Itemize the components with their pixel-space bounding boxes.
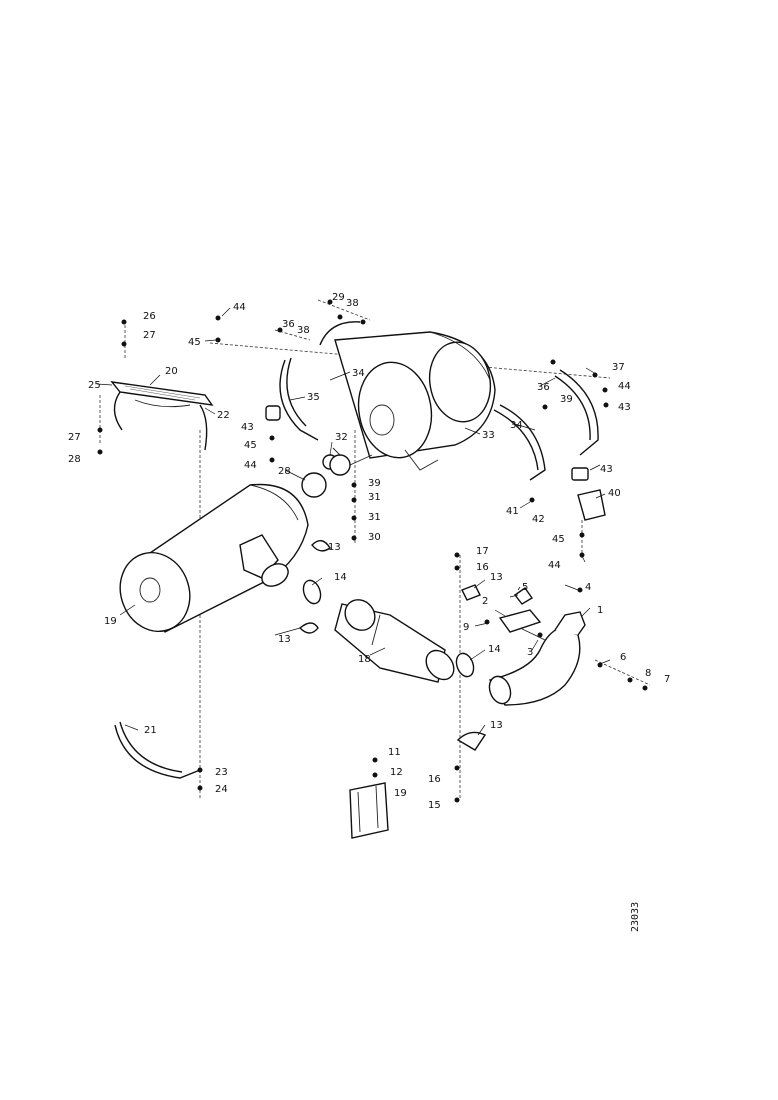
callout-17: 17	[476, 546, 489, 557]
callout-13: 13	[490, 720, 503, 731]
callout-22: 22	[217, 410, 230, 421]
callout-1: 1	[597, 605, 603, 616]
callout-8: 8	[645, 668, 651, 679]
callout-28: 28	[278, 466, 291, 477]
rear-silencer	[332, 331, 496, 471]
callout-33: 33	[482, 430, 495, 441]
callout-44: 44	[244, 460, 257, 471]
callout-26: 26	[143, 311, 156, 322]
callout-25: 25	[88, 380, 101, 391]
callout-45: 45	[188, 337, 201, 348]
callout-16: 16	[428, 774, 441, 785]
callout-40: 40	[608, 488, 621, 499]
callout-34: 34	[352, 368, 365, 379]
front-pipe	[488, 611, 586, 706]
callout-28: 28	[68, 454, 81, 465]
callout-20: 20	[165, 366, 178, 377]
callout-6: 6	[620, 652, 626, 663]
callout-35: 35	[307, 392, 320, 403]
document-number: 23033	[630, 902, 641, 932]
callout-9: 9	[463, 622, 469, 633]
callout-24: 24	[215, 784, 228, 795]
clamp-straps	[114, 321, 599, 779]
callout-10: 19	[394, 788, 407, 799]
callout-30: 30	[368, 532, 381, 543]
leader-lines	[96, 307, 611, 736]
callout-13: 13	[490, 572, 503, 583]
callout-13: 13	[278, 634, 291, 645]
callout-37: 37	[612, 362, 625, 373]
callout-3: 3	[527, 647, 533, 658]
callout-36: 36	[537, 382, 550, 393]
callout-29: 29	[332, 292, 345, 303]
callout-12: 12	[390, 767, 403, 778]
hanger-bracket	[110, 381, 214, 451]
callout-43: 43	[618, 402, 631, 413]
callout-19: 19	[104, 616, 117, 627]
callout-21: 21	[144, 725, 157, 736]
callout-5: 5	[522, 582, 528, 593]
callout-7: 7	[664, 674, 670, 685]
callout-43: 43	[241, 422, 254, 433]
callout-44: 44	[618, 381, 631, 392]
front-silencer	[119, 483, 309, 633]
callout-labels: 44 45 26 27 20 25 22 27 28 29 38 36 38 3…	[68, 292, 670, 811]
callout-42: 42	[532, 514, 545, 525]
callout-43: 43	[600, 464, 613, 475]
middle-pipe	[334, 599, 455, 683]
callout-32: 32	[335, 432, 348, 443]
callout-14: 14	[488, 644, 501, 655]
callout-18: 18	[358, 654, 371, 665]
callout-39: 39	[560, 394, 573, 405]
small-parts	[97, 299, 648, 839]
callout-27: 27	[68, 432, 81, 443]
callout-13: 13	[328, 542, 341, 553]
callout-31: 31	[368, 492, 381, 503]
callout-4: 4	[585, 582, 591, 593]
callout-11: 11	[388, 747, 401, 758]
callout-16: 16	[476, 562, 489, 573]
callout-45: 45	[244, 440, 257, 451]
callout-41: 41	[506, 506, 519, 517]
callout-38: 38	[346, 298, 359, 309]
callout-23: 23	[215, 767, 228, 778]
callout-15: 15	[428, 800, 441, 811]
callout-14: 14	[334, 572, 347, 583]
callout-39: 39	[368, 478, 381, 489]
callout-45-right: 45	[552, 534, 565, 545]
callout-44: 44	[233, 302, 246, 313]
callout-31: 31	[368, 512, 381, 523]
callout-44: 44	[548, 560, 561, 571]
callout-36: 36	[282, 319, 295, 330]
callout-27: 27	[143, 330, 156, 341]
callout-34: 34	[510, 420, 523, 431]
callout-2: 2	[482, 596, 488, 607]
callout-38: 38	[297, 325, 310, 336]
